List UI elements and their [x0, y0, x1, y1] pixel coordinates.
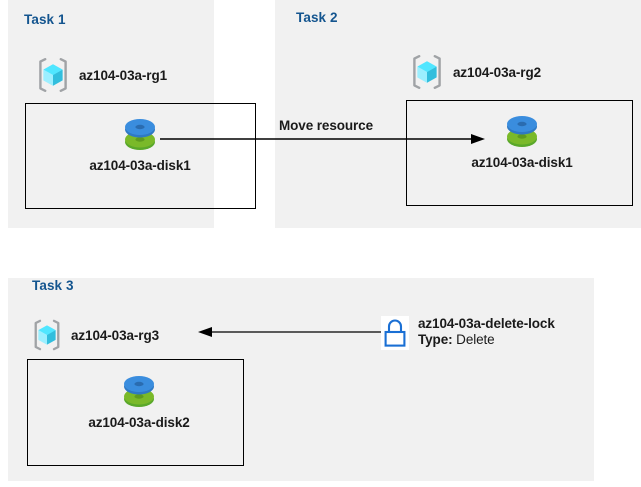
disk-node-task3: az104-03a-disk2	[77, 370, 201, 430]
resource-box-task1	[25, 103, 256, 209]
resource-group-node-rg3: az104-03a-rg3	[30, 318, 159, 352]
resource-box-task2	[406, 100, 633, 206]
lock-text-block: az104-03a-delete-lock Type: Delete	[418, 316, 555, 348]
task-panel-task2	[275, 0, 641, 228]
task-panel-task3	[8, 278, 594, 481]
disk-label: az104-03a-disk2	[88, 415, 190, 430]
disk-node-task1: az104-03a-disk1	[78, 113, 202, 173]
connector-move-resource	[160, 134, 485, 144]
lock-type-label: Type:	[418, 331, 453, 347]
resource-box-task3	[27, 359, 244, 466]
resource-group-label: az104-03a-rg1	[79, 67, 168, 83]
task-panel-task1	[8, 0, 214, 228]
resource-group-node-rg2: az104-03a-rg2	[408, 53, 541, 91]
lock-icon	[381, 316, 409, 350]
resource-group-label: az104-03a-rg3	[71, 327, 160, 343]
task-title-task3: Task 3	[32, 278, 74, 293]
connector-lock-to-rg3	[198, 327, 388, 337]
disk-node-task2: az104-03a-disk1	[460, 110, 584, 170]
task-title-task1: Task 1	[24, 12, 66, 27]
resource-group-node-rg1: az104-03a-rg1	[34, 56, 167, 94]
lock-type-row: Type: Delete	[418, 332, 555, 348]
resource-group-icon	[30, 318, 64, 352]
disk-label: az104-03a-disk1	[89, 158, 191, 173]
lock-name: az104-03a-delete-lock	[418, 316, 555, 331]
resource-group-icon	[408, 53, 446, 91]
managed-disk-icon	[500, 110, 544, 152]
resource-group-icon	[34, 56, 72, 94]
managed-disk-icon	[117, 370, 161, 412]
lock-type-value: Delete	[456, 331, 495, 347]
task-title-task2: Task 2	[296, 10, 338, 25]
managed-disk-icon	[118, 113, 162, 155]
connector-label-move-resource: Move resource	[279, 118, 373, 133]
disk-label: az104-03a-disk1	[471, 155, 573, 170]
resource-lock-node: az104-03a-delete-lock Type: Delete	[381, 316, 555, 350]
resource-group-label: az104-03a-rg2	[453, 64, 542, 80]
